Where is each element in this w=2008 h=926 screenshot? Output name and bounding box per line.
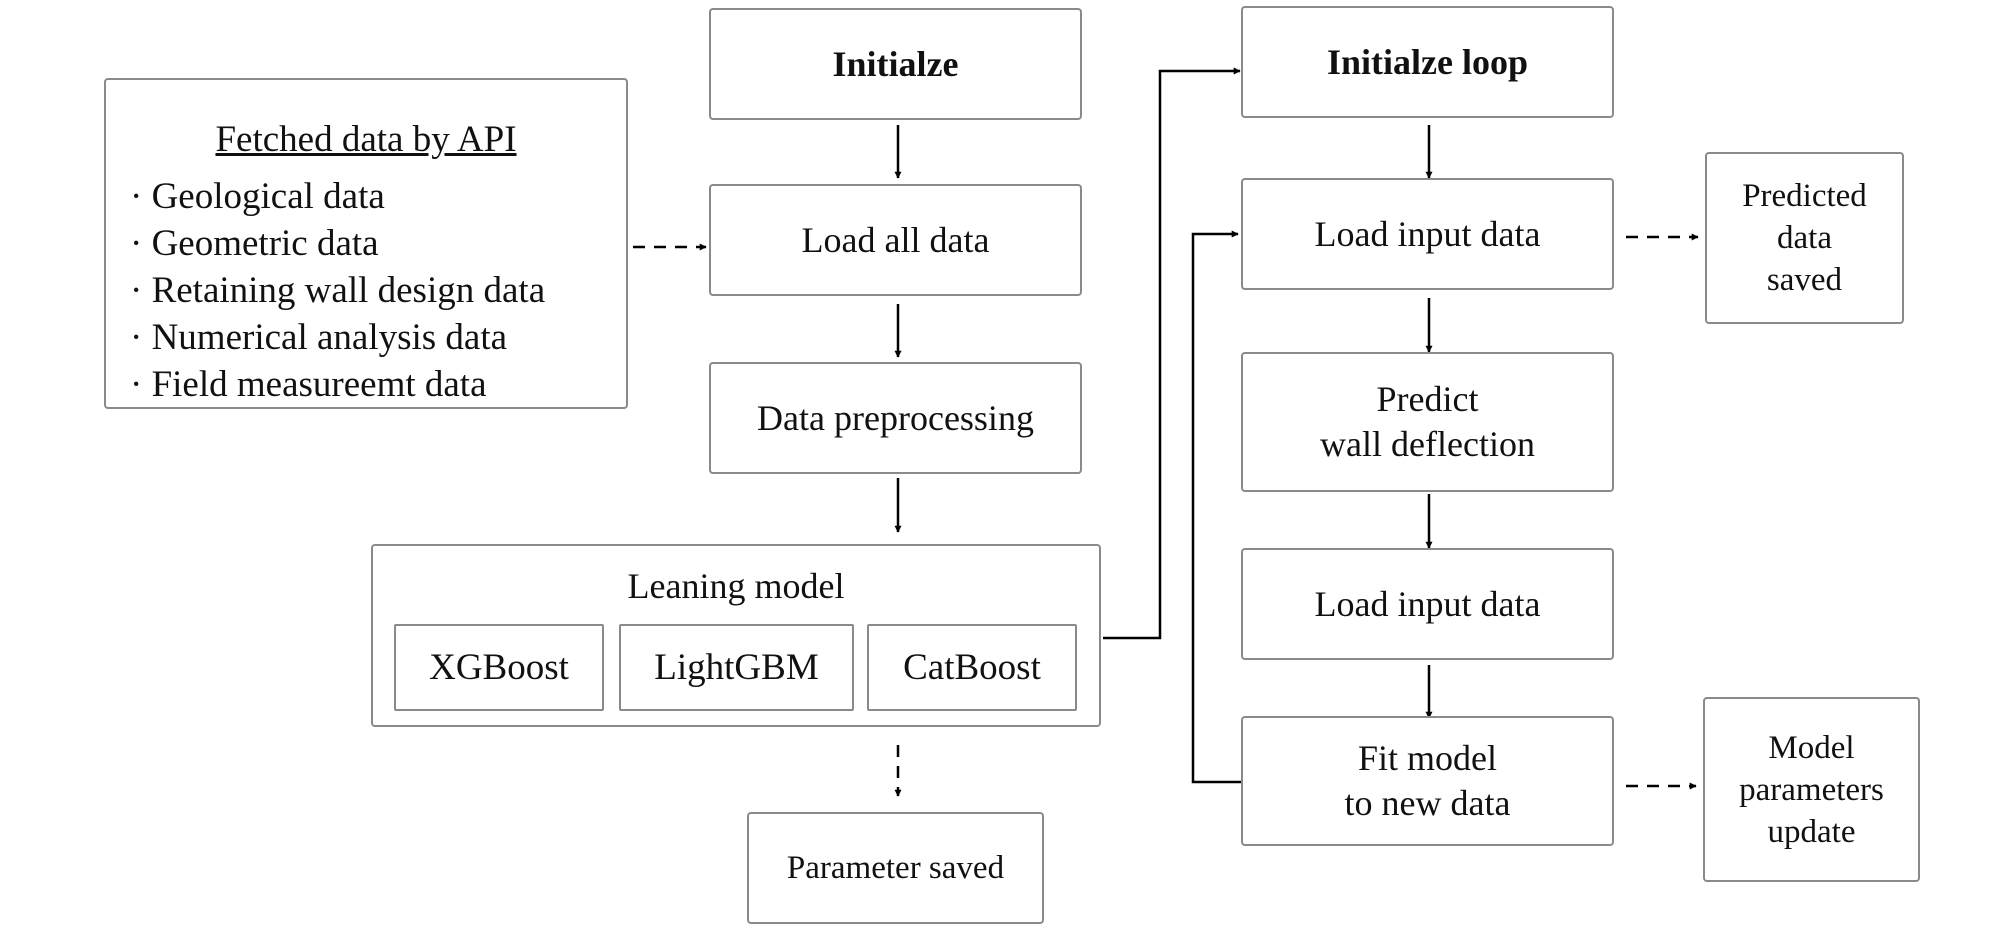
model-xgboost: XGBoost	[394, 624, 604, 711]
learning-model-box: Leaning model XGBoost LightGBM CatBoost	[371, 544, 1101, 727]
model-parameters-update-box: Model parameters update	[1703, 697, 1920, 882]
predicted-saved-line2: data	[1777, 220, 1832, 256]
model-update-line3: update	[1767, 813, 1856, 850]
load-all-data-box: Load all data	[709, 184, 1082, 296]
predict-label-line1: Predict	[1376, 379, 1479, 419]
model-catboost: CatBoost	[867, 624, 1077, 711]
fit-model-label-line2: to new data	[1344, 783, 1511, 823]
initialize-label: Initialze	[832, 44, 959, 84]
predict-label-line2: wall deflection	[1320, 424, 1535, 464]
load-input-data-label: Load input data	[1314, 213, 1541, 254]
predicted-saved-line3: saved	[1766, 262, 1843, 298]
parameter-saved-label: Parameter saved	[786, 850, 1005, 886]
preprocessing-label: Data preprocessing	[757, 397, 1034, 438]
model-lightgbm: LightGBM	[619, 624, 854, 711]
predicted-saved-line1: Predicted	[1742, 178, 1867, 214]
preprocessing-box: Data preprocessing	[709, 362, 1082, 474]
model-update-line2: parameters	[1739, 771, 1884, 808]
source-item: · Field measureemt data	[130, 364, 487, 405]
initialize-loop-label: Initialze loop	[1326, 42, 1528, 82]
fetched-data-title: Fetched data by API	[215, 119, 517, 160]
load-input-data-box-1: Load input data	[1241, 178, 1614, 290]
learning-model-title: Leaning model	[627, 566, 845, 606]
predicted-data-saved-box: Predicted data saved	[1705, 152, 1904, 324]
source-item: · Retaining wall design data	[130, 270, 546, 311]
fit-model-label-line1: Fit model	[1357, 738, 1497, 778]
fetched-data-box: Fetched data by API · Geological data · …	[104, 78, 628, 409]
initialize-loop-box: Initialze loop	[1241, 6, 1614, 118]
fit-model-box: Fit model to new data	[1241, 716, 1614, 846]
arrow-fit-loopback	[1191, 230, 1241, 784]
arrow-model-to-loop	[1103, 67, 1241, 640]
parameter-saved-box: Parameter saved	[747, 812, 1044, 924]
initialize-box: Initialze	[709, 8, 1082, 120]
model-update-line1: Model	[1768, 729, 1855, 766]
load-input-data-label: Load input data	[1314, 583, 1541, 624]
load-all-data-label: Load all data	[801, 219, 990, 260]
load-input-data-box-2: Load input data	[1241, 548, 1614, 660]
predict-deflection-box: Predict wall deflection	[1241, 352, 1614, 492]
source-item: · Geometric data	[130, 223, 379, 264]
source-item: · Numerical analysis data	[130, 317, 508, 358]
source-item: · Geological data	[130, 176, 385, 217]
